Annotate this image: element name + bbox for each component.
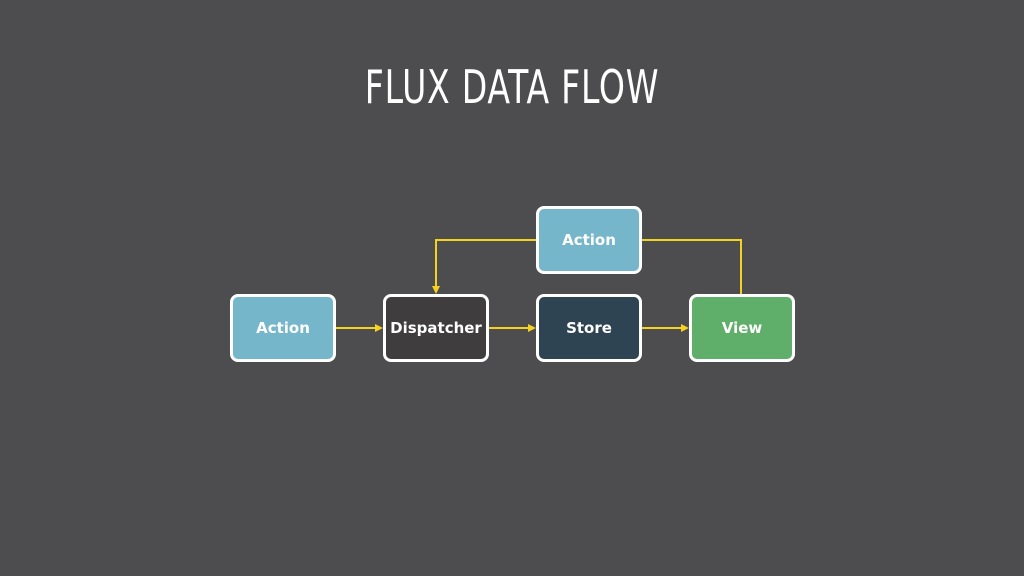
node-store: Store xyxy=(536,294,642,362)
arrow-action-top-to-dispatcher xyxy=(435,239,536,287)
arrowhead-dispatcher xyxy=(375,324,383,332)
node-action: Action xyxy=(230,294,336,362)
page-title: FLUX DATA FLOW xyxy=(364,60,660,114)
node-dispatcher: Dispatcher xyxy=(383,294,489,362)
arrowhead-store xyxy=(528,324,536,332)
arrowhead-dispatcher-top xyxy=(432,286,440,294)
line-view-to-action-top xyxy=(642,239,742,294)
node-view: View xyxy=(689,294,795,362)
arrowhead-view xyxy=(681,324,689,332)
node-action-feedback: Action xyxy=(536,206,642,274)
